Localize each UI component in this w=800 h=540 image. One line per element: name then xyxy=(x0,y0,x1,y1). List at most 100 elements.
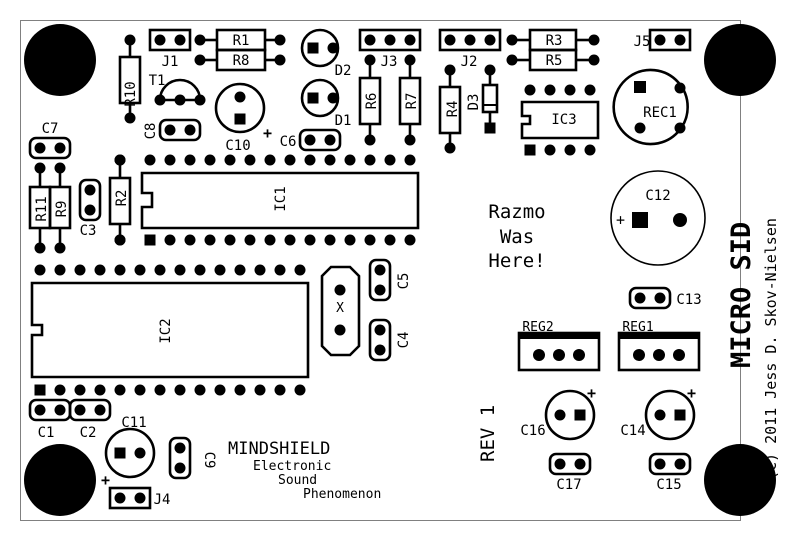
polarity-c12: + xyxy=(616,211,625,229)
round-pad xyxy=(114,264,126,276)
round-pad xyxy=(194,384,206,396)
round-pad xyxy=(553,349,565,361)
round-pad xyxy=(244,234,256,246)
label-c7: C7 xyxy=(42,121,59,137)
round-pad xyxy=(54,142,66,154)
crystal-outline xyxy=(320,265,361,357)
round-pad xyxy=(364,54,376,66)
title-micro-sid: MICRO SID xyxy=(726,222,757,368)
label-reg2: REG2 xyxy=(522,320,553,335)
round-pad xyxy=(164,234,176,246)
round-pad xyxy=(554,458,566,470)
round-pad xyxy=(34,142,46,154)
round-pad xyxy=(54,162,66,174)
round-pad xyxy=(554,409,566,421)
round-pad xyxy=(154,384,166,396)
label-r7: R7 xyxy=(404,93,420,110)
round-pad xyxy=(174,442,186,454)
c12-outline xyxy=(610,170,706,266)
round-pad xyxy=(654,409,666,421)
square-pad xyxy=(484,122,496,134)
round-pad xyxy=(374,284,386,296)
brand-line3: Phenomenon xyxy=(303,487,381,502)
round-pad xyxy=(584,144,596,156)
label-j5: J5 xyxy=(634,34,651,50)
label-ic2: IC2 xyxy=(158,318,174,343)
square-pad xyxy=(674,409,686,421)
round-pad xyxy=(234,91,246,103)
round-pad xyxy=(304,154,316,166)
round-pad xyxy=(674,122,686,134)
round-pad xyxy=(184,234,196,246)
round-pad xyxy=(224,154,236,166)
round-pad xyxy=(274,34,286,46)
round-pad xyxy=(364,134,376,146)
r2-body xyxy=(108,176,132,226)
label-c15: C15 xyxy=(656,477,681,493)
c2-outline xyxy=(68,398,112,422)
r5-body xyxy=(528,48,578,72)
square-pad xyxy=(114,447,126,459)
polarity-c11: + xyxy=(101,471,110,489)
round-pad xyxy=(154,94,166,106)
round-pad xyxy=(444,34,456,46)
round-pad xyxy=(484,64,496,76)
rec1-outline xyxy=(612,68,689,146)
label-d2: D2 xyxy=(335,63,352,79)
j5-header xyxy=(648,28,692,52)
c7-outline xyxy=(28,136,72,160)
label-r10: R10 xyxy=(123,81,139,106)
round-pad xyxy=(654,34,666,46)
r10-body xyxy=(118,55,142,105)
round-pad xyxy=(274,54,286,66)
round-pad xyxy=(194,264,206,276)
ic3-body xyxy=(520,100,600,140)
round-pad xyxy=(194,34,206,46)
square-pad xyxy=(632,212,648,228)
ic1-body xyxy=(140,171,420,230)
round-pad xyxy=(654,292,666,304)
label-r2: R2 xyxy=(114,190,130,207)
d3-body xyxy=(481,83,499,114)
round-pad xyxy=(327,92,339,104)
round-pad xyxy=(384,34,396,46)
brand-line1: Electronic xyxy=(253,459,331,474)
graffiti-line3: Here! xyxy=(488,250,545,272)
round-pad xyxy=(124,112,136,124)
round-pad xyxy=(344,154,356,166)
round-pad xyxy=(174,462,186,474)
c3-outline xyxy=(78,178,102,222)
round-pad xyxy=(234,384,246,396)
round-pad xyxy=(404,154,416,166)
round-pad xyxy=(34,404,46,416)
round-pad xyxy=(334,284,346,296)
j3-header xyxy=(358,28,422,52)
label-d1: D1 xyxy=(335,113,352,129)
label-c13: C13 xyxy=(676,292,701,308)
round-pad xyxy=(34,264,46,276)
square-pad xyxy=(144,234,156,246)
label-c14: C14 xyxy=(620,423,645,439)
round-pad xyxy=(384,154,396,166)
label-reg1: REG1 xyxy=(622,320,653,335)
label-c16: C16 xyxy=(520,423,545,439)
round-pad xyxy=(334,324,346,336)
round-pad xyxy=(384,234,396,246)
polarity-c16: + xyxy=(587,384,596,402)
round-pad xyxy=(588,54,600,66)
r6-body xyxy=(358,76,382,126)
round-pad xyxy=(214,384,226,396)
round-pad xyxy=(364,154,376,166)
round-pad xyxy=(444,142,456,154)
label-t1: T1 xyxy=(149,73,166,89)
round-pad xyxy=(134,447,146,459)
round-pad xyxy=(94,264,106,276)
mounting-hole xyxy=(24,444,96,516)
round-pad xyxy=(164,154,176,166)
round-pad xyxy=(674,458,686,470)
round-pad xyxy=(484,34,496,46)
round-pad xyxy=(524,84,536,96)
round-pad xyxy=(404,234,416,246)
round-pad xyxy=(573,349,585,361)
